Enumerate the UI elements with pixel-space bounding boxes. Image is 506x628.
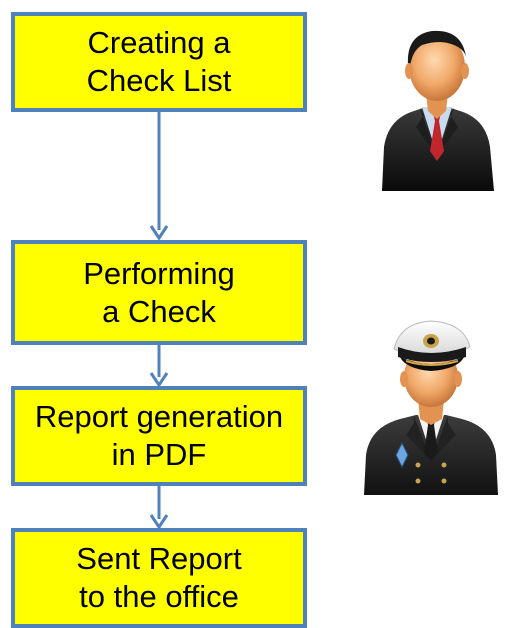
ship-captain-avatar-icon — [364, 320, 498, 495]
step-2-line-2: a Check — [102, 293, 216, 329]
step-3-line-2: in PDF — [111, 437, 207, 472]
step-box-sent-report: Sent Report to the office — [11, 528, 307, 628]
step-box-creating-check-list: Creating a Check List — [11, 12, 307, 112]
step-box-report-generation: Report generation in PDF — [11, 386, 307, 486]
arrow-2-to-3 — [149, 345, 169, 388]
step-1-line-1: Creating a — [87, 25, 231, 60]
businessman-avatar-icon — [382, 30, 494, 191]
step-box-performing-check: Performing a Check — [11, 240, 307, 345]
arrow-3-to-4 — [149, 486, 169, 530]
step-4-line-1: Sent Report — [76, 541, 242, 576]
step-1-line-2: Check List — [86, 63, 232, 98]
step-4-line-2: to the office — [79, 579, 239, 614]
arrow-1-to-2 — [149, 112, 169, 241]
step-2-line-1: Performing — [83, 255, 235, 291]
step-3-line-1: Report generation — [34, 399, 284, 434]
